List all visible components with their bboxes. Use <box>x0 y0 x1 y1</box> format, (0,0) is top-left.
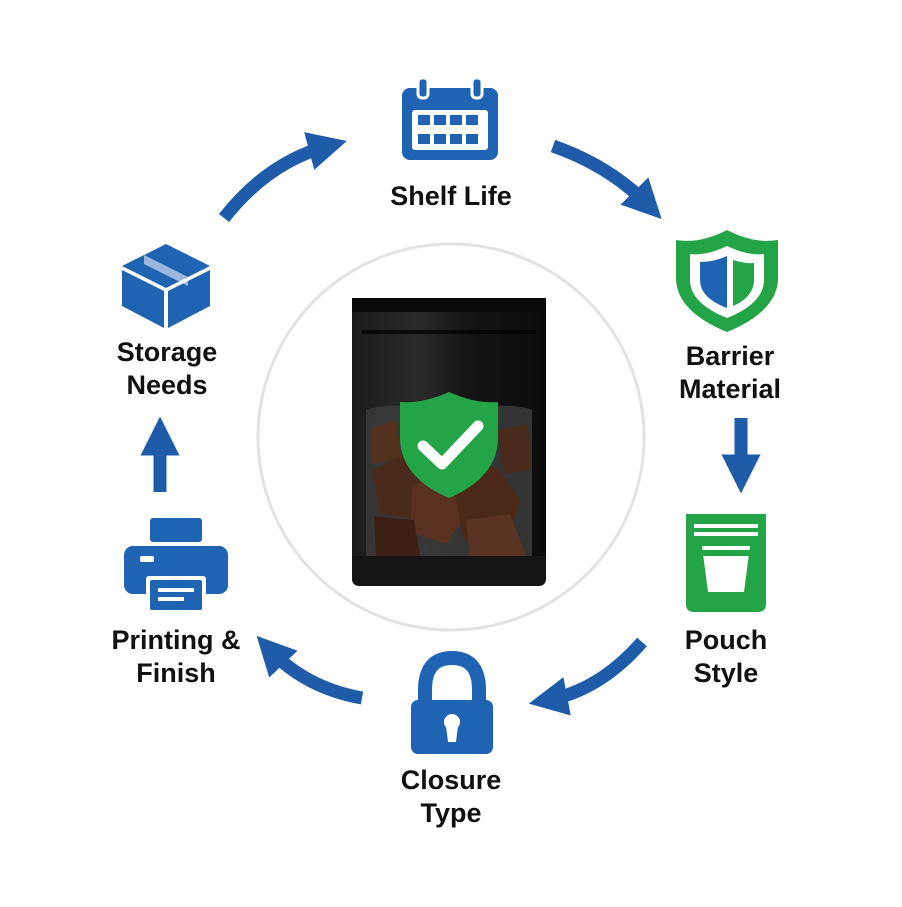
printer-icon <box>124 518 228 612</box>
label-storage-needs: Storage Needs <box>117 336 218 402</box>
shield-icon <box>676 230 778 332</box>
label-closure-type: Closure Type <box>401 764 502 830</box>
shield-check-icon <box>400 392 498 498</box>
arrow-closure-to-printing <box>256 635 364 705</box>
label-pouch-style-line-1: Pouch <box>684 625 768 655</box>
label-barrier-material: Barrier Material <box>679 340 781 406</box>
calendar-icon <box>402 76 498 160</box>
pouch-icon <box>686 514 766 612</box>
padlock-icon <box>411 650 493 754</box>
arrow-shelf-to-barrier <box>550 139 662 219</box>
center-ring <box>256 242 646 632</box>
label-barrier-material-line-2: Material <box>678 374 782 404</box>
arrow-pouch-to-closure <box>528 637 647 716</box>
label-storage-needs-line-2: Needs <box>126 370 208 400</box>
label-closure-type-line-1: Closure <box>400 765 502 795</box>
label-shelf-life-line-1: Shelf Life <box>390 181 512 211</box>
label-pouch-style: Pouch Style <box>685 624 768 690</box>
label-pouch-style-line-2: Style <box>693 658 759 688</box>
label-printing-finish-line-1: Printing & <box>111 625 241 655</box>
label-barrier-material-line-1: Barrier <box>685 341 775 371</box>
label-printing-finish: Printing & Finish <box>112 624 241 690</box>
label-closure-type-line-2: Type <box>420 798 482 828</box>
label-storage-needs-line-1: Storage <box>116 337 218 367</box>
arrow-storage-to-shelf <box>218 132 347 223</box>
label-shelf-life: Shelf Life <box>390 180 512 213</box>
flow-arrows <box>140 132 761 716</box>
box-icon <box>122 244 210 328</box>
label-printing-finish-line-2: Finish <box>136 658 216 688</box>
product-pouch-image <box>352 298 546 586</box>
